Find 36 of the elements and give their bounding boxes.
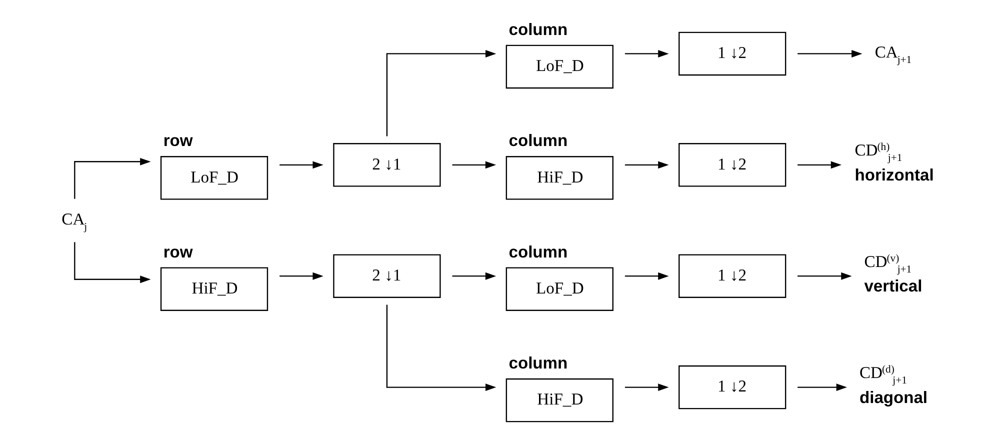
arrow [624,384,668,392]
node-label: row [162,242,192,262]
node-box: 1 ↓2 [678,365,786,410]
node-box: HiF_D [505,156,613,200]
node-box: 2 ↓1 [332,254,440,298]
node-box: LoF_D [505,267,613,311]
arrow [624,50,668,58]
node-label: column [508,131,568,150]
node-box: 1 ↓2 [678,143,786,187]
arrow [74,242,150,284]
arrow [279,161,323,169]
node-label: row [162,131,192,150]
arrow [279,272,323,280]
node-box: LoF_D [505,44,613,89]
node-box: LoF_D [160,156,268,200]
arrow [386,304,496,392]
arrow [74,158,150,199]
arrow [624,161,668,169]
node-label: column [508,354,568,373]
node-label: column [508,242,568,262]
node-box: 1 ↓2 [678,32,786,76]
node-box: HiF_D [160,267,268,311]
node-box: 1 ↓2 [678,254,786,298]
arrow [797,272,852,280]
node-box: HiF_D [505,378,613,422]
node-label: column [508,20,568,40]
arrow [797,384,846,392]
arrow [386,50,496,136]
node-text: CA$_{j+1}$ [874,42,912,66]
node-text: CA$_{j}$ [61,209,87,233]
arrow [452,161,496,169]
arrow [797,50,862,58]
arrow [452,272,496,280]
node-box: 2 ↓1 [332,143,440,187]
arrow [624,272,668,280]
arrow [797,161,842,169]
